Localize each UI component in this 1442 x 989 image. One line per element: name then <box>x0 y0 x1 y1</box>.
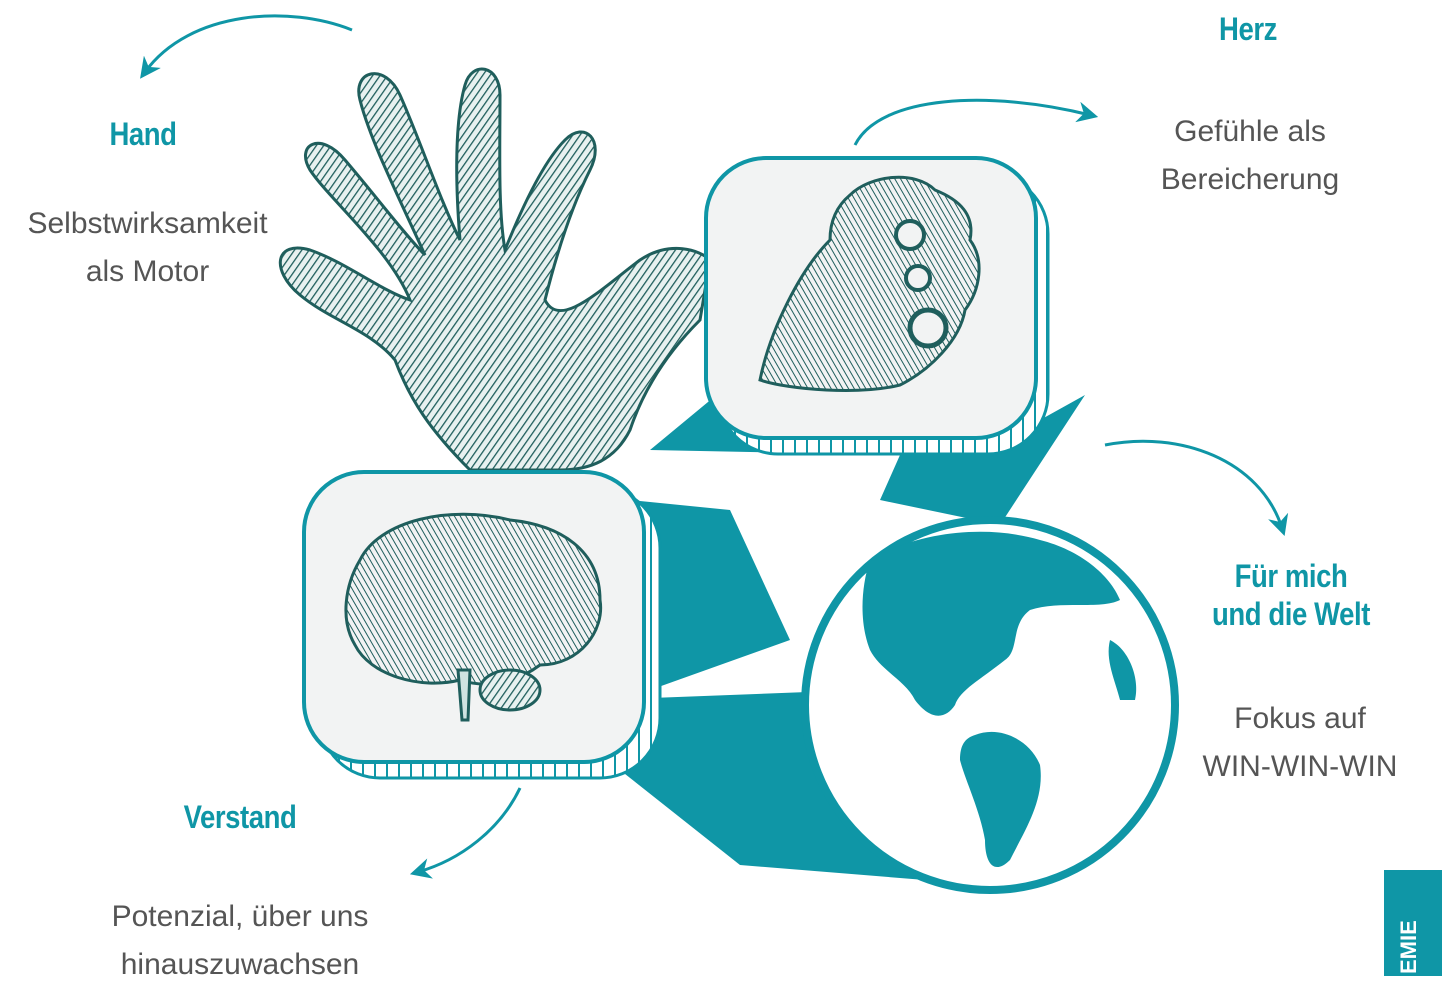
herz-desc-line: Bereicherung <box>1160 163 1340 196</box>
welt-title: Für mich und die Welt <box>1196 557 1387 633</box>
pointer-arrows <box>140 14 1289 879</box>
hand-description: Selbstwirksamkeit als Motor <box>0 200 295 296</box>
welt-desc-line: WIN-WIN-WIN <box>1202 750 1398 783</box>
globe-illustration <box>801 516 1179 894</box>
arrow-left <box>625 500 790 690</box>
heart-illustration <box>758 175 981 392</box>
side-tab-label: EMIE <box>1396 920 1421 974</box>
herz-title: Herz <box>1219 11 1277 47</box>
verstand-title: Verstand <box>183 799 297 835</box>
verstand-pointer-arrow <box>409 787 522 879</box>
herz-pointer-arrow <box>853 98 1099 146</box>
brain-illustration <box>344 512 603 722</box>
welt-description: Fokus auf WIN-WIN-WIN <box>1180 695 1420 791</box>
verstand-description: Potenzial, über uns hinauszuwachsen <box>60 893 420 989</box>
hand-title: Hand <box>109 116 177 152</box>
hand-pointer-arrow <box>140 14 353 79</box>
welt-title-line: Für mich <box>1234 558 1348 594</box>
brain-card <box>302 470 662 780</box>
hand-desc-line: als Motor <box>85 255 210 288</box>
verstand-desc-line: Potenzial, über uns <box>111 900 369 933</box>
welt-pointer-arrow <box>1104 439 1289 536</box>
welt-desc-line: Fokus auf <box>1234 702 1366 735</box>
hand-illustration <box>278 67 712 472</box>
heart-card <box>704 156 1050 456</box>
verstand-desc-line: hinauszuwachsen <box>120 948 360 981</box>
welt-title-line: und die Welt <box>1212 596 1370 632</box>
side-tab: EMIE <box>1384 870 1442 976</box>
herz-desc-line: Gefühle als <box>1174 115 1326 148</box>
herz-description: Gefühle als Bereicherung <box>1115 108 1385 204</box>
hand-desc-line: Selbstwirksamkeit <box>27 207 268 240</box>
